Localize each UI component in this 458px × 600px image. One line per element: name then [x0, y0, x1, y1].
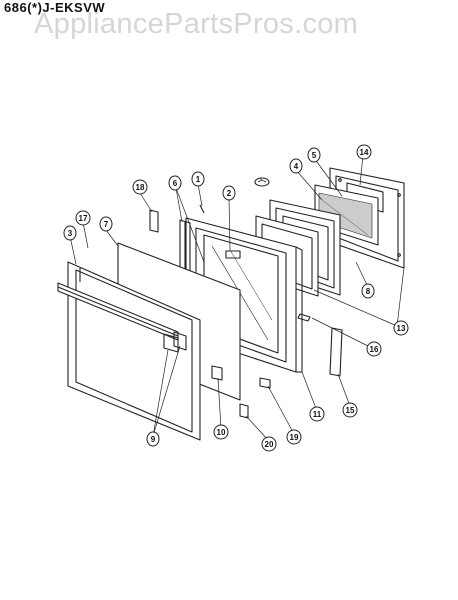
door-handle: [57, 282, 187, 353]
watermark-text: AppliancePartsPros.com: [34, 8, 359, 40]
callout-7-label: 7: [104, 220, 109, 229]
callout-1-label: 1: [196, 175, 201, 184]
callout-19-label: 19: [290, 433, 299, 442]
clip-part-12: [254, 177, 270, 187]
bracket-part-10: [211, 365, 223, 381]
callout-4-label: 4: [294, 162, 299, 171]
callout-15: 15: [342, 402, 358, 418]
callout-9-label: 9: [151, 435, 156, 444]
callout-17: 17: [75, 210, 91, 226]
callout-7: 7: [99, 216, 113, 232]
screw-part-1: [199, 204, 205, 214]
callout-10-label: 10: [217, 428, 226, 437]
callout-18: 18: [132, 179, 148, 195]
callout-10: 10: [213, 424, 229, 440]
callout-8: 8: [361, 283, 375, 299]
model-number-title: 686(*)J-EKSVW: [4, 0, 106, 15]
spring-part-16: [297, 313, 311, 322]
callout-3-label: 3: [68, 229, 73, 238]
callout-2: 2: [222, 185, 236, 201]
callout-11-label: 11: [313, 410, 322, 419]
callout-18-label: 18: [136, 183, 145, 192]
callout-16-label: 16: [370, 345, 379, 354]
callout-4: 4: [289, 158, 303, 174]
callout-2-label: 2: [227, 189, 232, 198]
callout-5: 5: [307, 147, 321, 163]
callout-13-label: 13: [397, 324, 406, 333]
callout-9: 9: [146, 431, 160, 447]
callout-19: 19: [286, 429, 302, 445]
callout-13: 13: [393, 320, 409, 336]
callout-3: 3: [63, 225, 77, 241]
callout-14-label: 14: [360, 148, 369, 157]
bracket-part-20: [239, 403, 249, 419]
callout-17-label: 17: [79, 214, 88, 223]
callout-15-label: 15: [346, 406, 355, 415]
bracket-part-19: [259, 377, 271, 389]
hinge-support-part-15: [329, 327, 343, 377]
callout-1: 1: [191, 171, 205, 187]
callout-16: 16: [366, 341, 382, 357]
callout-5-label: 5: [312, 151, 317, 160]
callout-11: 11: [309, 406, 325, 422]
callout-20: 20: [261, 436, 277, 452]
callout-8-label: 8: [366, 287, 371, 296]
callout-6-label: 6: [173, 179, 178, 188]
callout-6: 6: [168, 175, 182, 191]
callout-20-label: 20: [265, 440, 274, 449]
callout-14: 14: [356, 144, 372, 160]
vent-strip-part-18: [149, 209, 159, 233]
